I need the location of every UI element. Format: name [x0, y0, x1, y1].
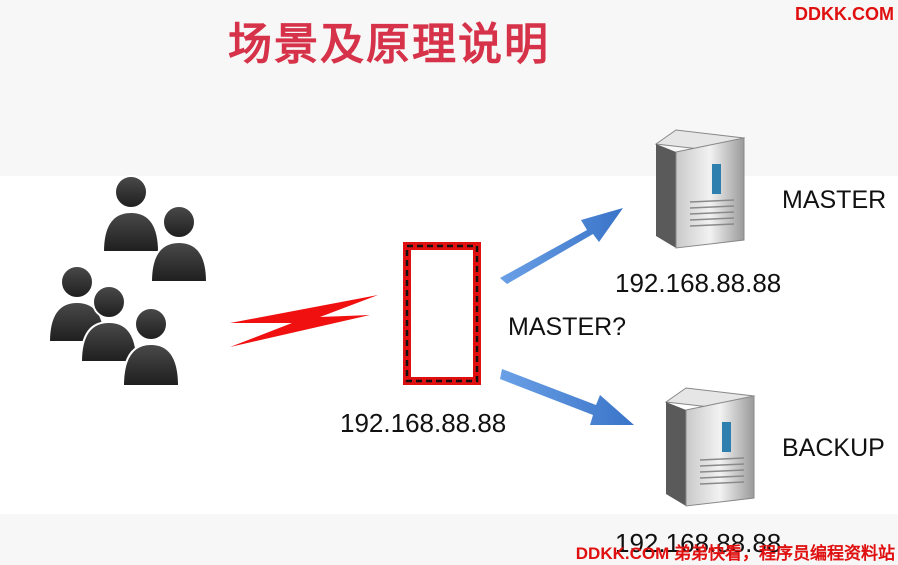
page-title: 场景及原理说明 [228, 19, 550, 70]
users-group-icon [47, 175, 209, 387]
brand-watermark-bottom: DDKK.COM 弟弟快看，程序员编程资料站 [575, 544, 895, 563]
arrow-to-master-icon [500, 208, 623, 284]
backup-server-icon [664, 387, 756, 507]
backup-role-label: BACKUP [782, 434, 885, 462]
vip-box [403, 242, 481, 385]
master-role-label: MASTER [782, 186, 887, 214]
brand-watermark-top: DDKK.COM [795, 4, 894, 24]
lightning-icon [230, 295, 378, 347]
master-server-icon [654, 129, 746, 249]
vip-question-label: MASTER? [508, 313, 627, 341]
arrow-to-backup-icon [500, 369, 634, 425]
backup-ip-label: 192.168.88.88 [615, 528, 782, 558]
master-ip-label: 192.168.88.88 [615, 268, 782, 298]
vip-ip-label: 192.168.88.88 [340, 408, 507, 438]
